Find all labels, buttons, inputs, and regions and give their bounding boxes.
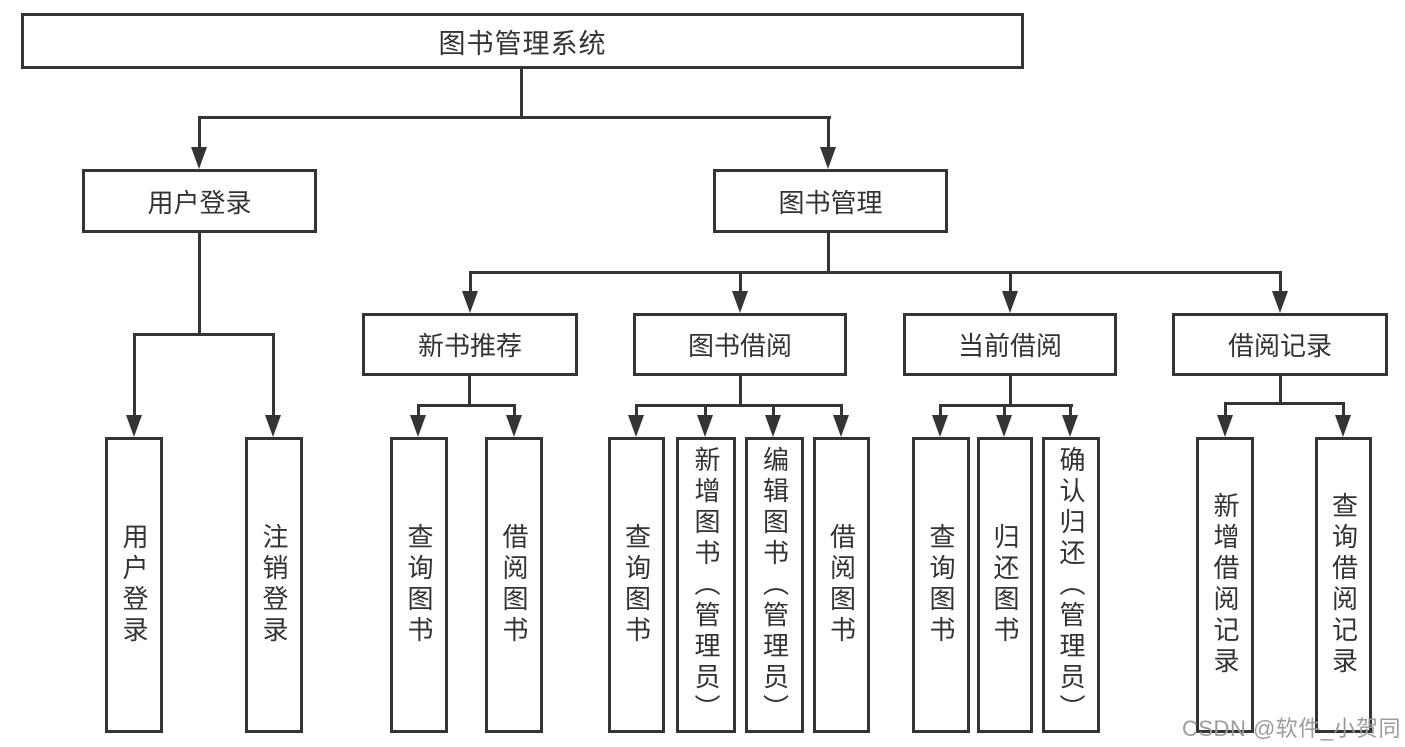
leaf-edit-books-admin: 编辑图书（管理员） bbox=[745, 437, 804, 733]
node-borrow-records-label: 借阅记录 bbox=[1227, 331, 1332, 361]
leaf-recommend-borrow-books-label: 借阅图书 bbox=[499, 523, 529, 647]
node-book-borrow: 图书借阅 bbox=[633, 313, 847, 376]
connector-line bbox=[513, 404, 516, 417]
connector-line bbox=[827, 116, 830, 150]
leaf-return-books: 归还图书 bbox=[977, 437, 1033, 733]
node-user-login: 用户登录 bbox=[82, 169, 317, 233]
node-root: 图书管理系统 bbox=[21, 13, 1024, 69]
arrowhead bbox=[732, 291, 748, 313]
connector-line bbox=[1069, 404, 1072, 417]
arrowhead bbox=[820, 147, 836, 169]
csdn-watermark: CSDN @软件_小贺同学 bbox=[1182, 716, 1402, 741]
node-current-borrow-label: 当前借阅 bbox=[957, 331, 1062, 361]
node-book-borrow-label: 图书借阅 bbox=[687, 331, 792, 361]
arrowhead bbox=[697, 415, 713, 437]
leaf-logout-label: 注销登录 bbox=[259, 523, 289, 647]
connector-line bbox=[417, 404, 420, 417]
leaf-add-borrow-record: 新增借阅记录 bbox=[1196, 437, 1254, 733]
node-borrow-records: 借阅记录 bbox=[1172, 313, 1388, 376]
arrowhead bbox=[1002, 291, 1018, 313]
node-book-management: 图书管理 bbox=[713, 169, 948, 233]
connector-line bbox=[133, 333, 275, 336]
leaf-borrow-query-books-label: 查询图书 bbox=[621, 523, 652, 647]
connector-line bbox=[1003, 404, 1006, 417]
connector-line bbox=[417, 404, 516, 407]
leaf-add-books-admin-label: 新增图书（管理员） bbox=[691, 445, 721, 725]
connector-line bbox=[772, 404, 775, 417]
connector-line bbox=[272, 333, 275, 417]
connector-line bbox=[198, 116, 201, 150]
leaf-recommend-borrow-books: 借阅图书 bbox=[485, 437, 543, 733]
arrowhead bbox=[1062, 415, 1078, 437]
connector-line bbox=[827, 233, 830, 274]
connector-line bbox=[469, 271, 472, 295]
leaf-confirm-return-admin-label: 确认归还（管理员） bbox=[1056, 445, 1086, 725]
node-current-borrow: 当前借阅 bbox=[903, 313, 1117, 376]
node-new-book-recommend: 新书推荐 bbox=[362, 313, 578, 376]
node-book-management-label: 图书管理 bbox=[778, 187, 883, 218]
leaf-user-login-label: 用户登录 bbox=[119, 523, 149, 647]
node-new-book-recommend-label: 新书推荐 bbox=[417, 331, 522, 361]
leaf-recommend-query-books: 查询图书 bbox=[390, 437, 448, 733]
connector-line bbox=[939, 404, 1073, 407]
connector-line bbox=[469, 271, 1282, 274]
arrowhead bbox=[265, 415, 281, 437]
connector-line bbox=[1224, 402, 1345, 405]
arrowhead bbox=[765, 415, 781, 437]
connector-line bbox=[939, 404, 942, 417]
connector-line bbox=[840, 404, 843, 417]
leaf-borrow-books: 借阅图书 bbox=[813, 437, 870, 733]
arrowhead bbox=[126, 415, 142, 437]
leaf-confirm-return-admin: 确认归还（管理员） bbox=[1042, 437, 1100, 733]
connector-line bbox=[739, 376, 742, 407]
leaf-query-borrow-record-label: 查询借阅记录 bbox=[1328, 492, 1359, 678]
arrowhead bbox=[628, 415, 644, 437]
leaf-current-query-books: 查询图书 bbox=[912, 437, 970, 733]
arrowhead bbox=[410, 415, 426, 437]
connector-line bbox=[1342, 402, 1345, 417]
connector-line bbox=[635, 404, 638, 417]
leaf-recommend-query-books-label: 查询图书 bbox=[404, 523, 434, 647]
arrowhead bbox=[1217, 415, 1233, 437]
connector-line bbox=[198, 233, 201, 336]
leaf-borrow-books-label: 借阅图书 bbox=[826, 523, 857, 647]
arrowhead bbox=[1272, 291, 1288, 313]
arrowhead bbox=[1335, 415, 1351, 437]
leaf-current-query-books-label: 查询图书 bbox=[926, 523, 956, 647]
leaf-user-login: 用户登录 bbox=[105, 437, 163, 733]
node-user-login-label: 用户登录 bbox=[147, 187, 252, 218]
connector-line bbox=[133, 333, 136, 417]
connector-line bbox=[1009, 376, 1012, 407]
connector-line bbox=[1009, 271, 1012, 295]
connector-line bbox=[468, 376, 471, 407]
connector-line bbox=[198, 116, 831, 119]
connector-line bbox=[1279, 376, 1282, 405]
leaf-add-borrow-record-label: 新增借阅记录 bbox=[1210, 492, 1240, 678]
arrowhead bbox=[191, 147, 207, 169]
connector-line bbox=[704, 404, 707, 417]
leaf-borrow-query-books: 查询图书 bbox=[608, 437, 665, 733]
leaf-query-borrow-record: 查询借阅记录 bbox=[1315, 437, 1372, 733]
arrowhead bbox=[932, 415, 948, 437]
leaf-return-books-label: 归还图书 bbox=[990, 523, 1020, 647]
node-root-label: 图书管理系统 bbox=[438, 28, 607, 59]
connector-line bbox=[520, 69, 523, 118]
leaf-add-books-admin: 新增图书（管理员） bbox=[676, 437, 736, 733]
arrowhead bbox=[996, 415, 1012, 437]
arrowhead bbox=[833, 415, 849, 437]
connector-line bbox=[1279, 271, 1282, 295]
connector-line bbox=[1224, 402, 1227, 417]
arrowhead bbox=[462, 291, 478, 313]
connector-line bbox=[635, 404, 843, 407]
connector-line bbox=[739, 271, 742, 295]
leaf-logout: 注销登录 bbox=[245, 437, 303, 733]
leaf-edit-books-admin-label: 编辑图书（管理员） bbox=[759, 445, 790, 725]
arrowhead bbox=[506, 415, 522, 437]
